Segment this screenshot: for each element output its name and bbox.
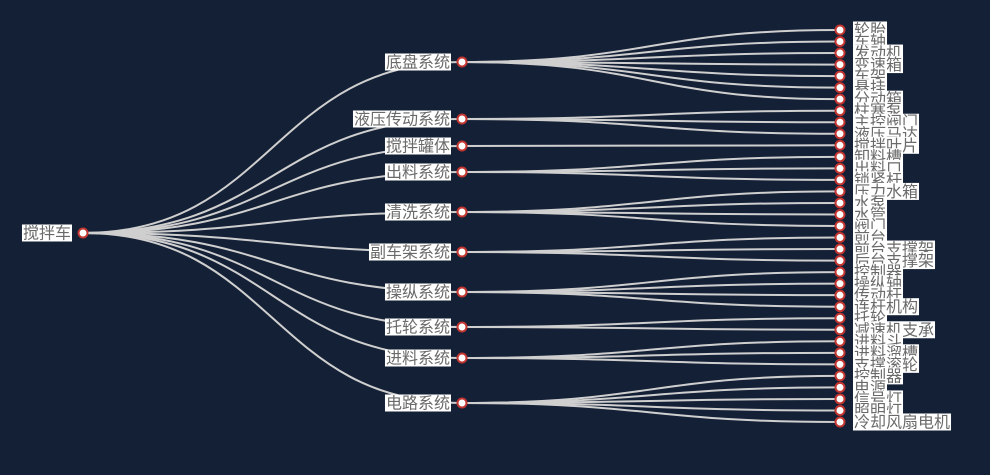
leaf-node[interactable] <box>834 162 846 174</box>
leaf-node[interactable] <box>834 116 846 128</box>
link-branch-to-leaf <box>461 282 841 293</box>
leaf-node[interactable] <box>834 24 846 36</box>
link-branch-to-leaf <box>461 402 841 423</box>
leaf-node[interactable] <box>834 370 846 382</box>
leaf-node[interactable] <box>834 301 846 313</box>
link-branch-to-leaf <box>461 40 841 63</box>
branch-node[interactable] <box>456 166 468 178</box>
link-branch-to-leaf <box>461 109 841 120</box>
branch-label-bg <box>384 163 451 181</box>
leaf-node[interactable] <box>834 255 846 267</box>
leaf-node[interactable] <box>834 82 846 94</box>
leaf-node[interactable] <box>834 289 846 301</box>
link-root-to-branch <box>82 232 463 404</box>
leaf-node[interactable] <box>834 266 846 278</box>
link-branch-to-leaf <box>461 291 841 308</box>
leaf-node[interactable] <box>834 404 846 416</box>
link-branch-to-leaf <box>461 144 841 147</box>
link-branch-to-leaf <box>461 317 841 328</box>
branch-label: 清洗系统 <box>386 203 450 222</box>
leaf-node[interactable] <box>834 151 846 163</box>
root-node[interactable] <box>77 227 89 239</box>
link-branch-to-leaf <box>461 52 841 63</box>
branch-label: 液压传动系统 <box>354 110 450 129</box>
branch-node[interactable] <box>456 397 468 409</box>
link-branch-to-leaf <box>461 326 841 331</box>
branch-label: 操纵系统 <box>386 283 450 302</box>
branch-label-bg <box>384 53 451 71</box>
branch-label: 底盘系统 <box>386 53 450 72</box>
branch-node[interactable] <box>456 321 468 333</box>
branch-label-bg <box>384 318 451 336</box>
branch-node[interactable] <box>456 113 468 125</box>
branch-node[interactable] <box>456 286 468 298</box>
leaf-node[interactable] <box>834 381 846 393</box>
link-root-to-branch <box>82 61 463 234</box>
branch-node[interactable] <box>456 206 468 218</box>
branch-node[interactable] <box>456 56 468 68</box>
link-branch-to-leaf <box>461 201 841 213</box>
branch-label: 电路系统 <box>386 394 450 413</box>
leaf-node[interactable] <box>834 208 846 220</box>
branch-node[interactable] <box>456 140 468 152</box>
root-label: 搅拌车 <box>23 224 71 243</box>
leaf-node[interactable] <box>834 174 846 186</box>
leaf-node[interactable] <box>834 278 846 290</box>
leaf-node[interactable] <box>834 393 846 405</box>
leaf-node[interactable] <box>834 128 846 140</box>
leaf-node[interactable] <box>834 347 846 359</box>
leaf-node[interactable] <box>834 59 846 71</box>
link-branch-to-leaf <box>461 351 841 359</box>
link-branch-to-leaf <box>461 61 841 101</box>
leaf-node[interactable] <box>834 70 846 82</box>
leaf-node[interactable] <box>834 105 846 117</box>
branch-node[interactable] <box>456 352 468 364</box>
link-branch-to-leaf <box>461 251 841 262</box>
branch-label: 副车架系统 <box>370 243 450 262</box>
link-branch-to-leaf <box>461 190 841 213</box>
link-branch-to-leaf <box>461 211 841 227</box>
link-branch-to-leaf <box>461 118 841 135</box>
leaf-node[interactable] <box>834 93 846 105</box>
links-layer <box>82 29 841 423</box>
leaf-label: 冷却风扇电机 <box>854 413 950 432</box>
leaf-node[interactable] <box>834 335 846 347</box>
leaf-node[interactable] <box>834 185 846 197</box>
leaf-node[interactable] <box>834 324 846 336</box>
link-branch-to-leaf <box>461 271 841 293</box>
branch-label-bg <box>352 110 451 128</box>
link-branch-to-leaf <box>461 171 841 181</box>
link-branch-to-leaf <box>461 357 841 366</box>
root-label-bg <box>21 224 72 242</box>
branch-label-bg <box>384 203 451 221</box>
leaf-node[interactable] <box>834 197 846 209</box>
labels-layer: 轮胎车轴发动机变速箱车架悬挂分动箱底盘系统柱塞泵主控阀门液压马达液压传动系统搅拌… <box>21 21 952 432</box>
leaf-node[interactable] <box>834 47 846 59</box>
branch-label: 进料系统 <box>386 349 450 368</box>
leaf-node[interactable] <box>834 220 846 232</box>
nodes-layer <box>77 24 846 428</box>
branch-label-bg <box>384 137 451 155</box>
leaf-node[interactable] <box>834 139 846 151</box>
leaf-node[interactable] <box>834 232 846 244</box>
leaf-node[interactable] <box>834 36 846 48</box>
branch-label: 搅拌罐体 <box>386 137 450 156</box>
leaf-node[interactable] <box>834 416 846 428</box>
branch-label: 托轮系统 <box>386 318 450 337</box>
branch-label-bg <box>384 394 451 412</box>
branch-label-bg <box>368 243 451 261</box>
branch-label-bg <box>384 349 451 367</box>
leaf-label-bg <box>853 413 952 431</box>
leaf-node[interactable] <box>834 243 846 255</box>
leaf-node[interactable] <box>834 358 846 370</box>
branch-label-bg <box>384 283 451 301</box>
leaf-node[interactable] <box>834 312 846 324</box>
branch-label: 出料系统 <box>386 163 450 182</box>
branch-node[interactable] <box>456 246 468 258</box>
